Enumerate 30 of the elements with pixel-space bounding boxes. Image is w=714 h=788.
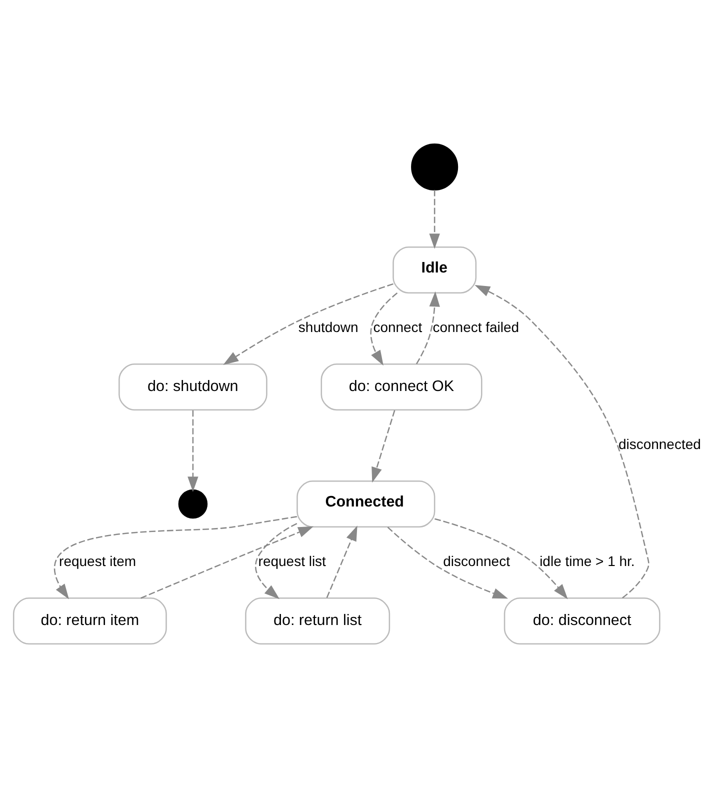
node-box: do: return list — [245, 598, 390, 645]
edge-label: idle time > 1 hr. — [540, 553, 635, 570]
arrow — [372, 410, 396, 483]
node-circle — [178, 489, 208, 519]
edge-label: disconnect — [443, 553, 510, 570]
node-box: do: shutdown — [118, 363, 268, 411]
edge-label: request item — [59, 553, 136, 570]
arrow — [370, 292, 398, 366]
arrow — [140, 526, 314, 599]
arrow — [416, 291, 440, 364]
node-box: do: return item — [12, 598, 167, 645]
arrow — [387, 526, 508, 599]
arrow — [326, 526, 358, 598]
arrow — [223, 283, 394, 365]
node-box: Connected — [296, 480, 436, 528]
node-box: do: disconnect — [504, 598, 660, 645]
arrow — [54, 516, 298, 600]
node-box: do: connect OK — [320, 363, 482, 411]
arrow — [434, 518, 568, 600]
edge-label: request list — [258, 553, 326, 570]
edge-label: shutdown — [298, 319, 358, 336]
node-box: Idle — [392, 246, 477, 294]
edge-label: connect — [373, 319, 422, 336]
arrow — [429, 190, 440, 249]
arrow — [474, 284, 650, 598]
node-circle — [411, 143, 458, 190]
edge-label: disconnected — [618, 436, 701, 452]
edge-label: connect failed — [432, 319, 520, 336]
arrow — [254, 523, 298, 600]
arrow — [188, 410, 198, 492]
